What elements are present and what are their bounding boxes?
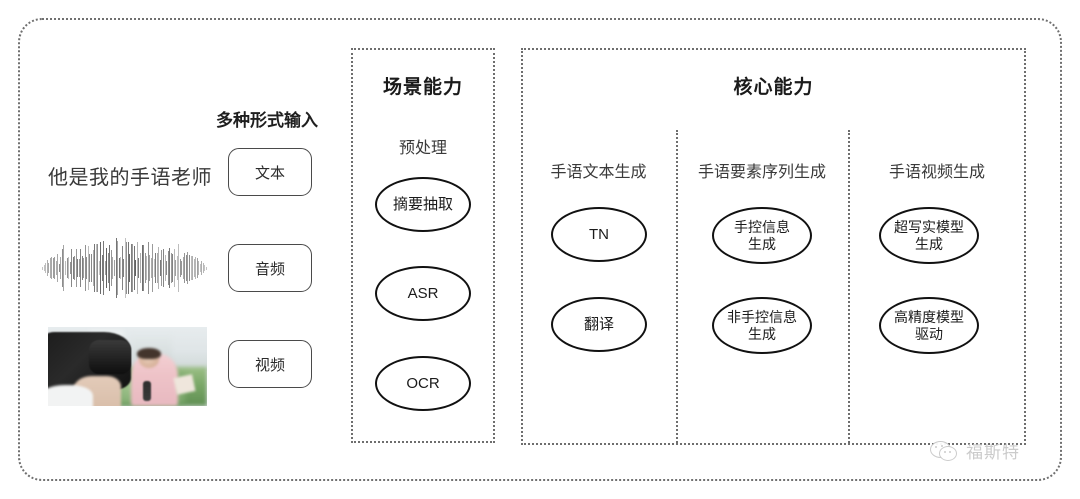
watermark: 福斯特 [930,438,1020,463]
input-section-heading: 多种形式输入 [216,111,318,130]
audio-waveform [42,238,207,298]
outer-dotted-frame [18,18,1062,481]
scene-capability-panel: 场景能力 预处理 [351,48,495,443]
scene-node-summary-extraction[interactable]: 摘要抽取 [375,177,471,232]
core-node-non-manual-info-generation[interactable]: 非手控信息生成 [712,297,812,354]
core-node-high-precision-model-driving[interactable]: 高精度模型驱动 [879,297,979,354]
scene-node-ocr[interactable]: OCR [375,356,471,411]
core-node-photorealistic-model-generation[interactable]: 超写实模型生成 [879,207,979,264]
watermark-text: 福斯特 [966,443,1020,462]
input-type-text-button[interactable]: 文本 [228,148,312,196]
scene-panel-subtitle: 预处理 [398,140,447,157]
core-panel-title: 核心能力 [733,77,814,98]
core-node-manual-info-generation[interactable]: 手控信息生成 [712,207,812,264]
core-column-divider-1 [676,130,678,443]
core-node-tn[interactable]: TN [551,207,647,262]
core-column-title-element-sequence: 手语要素序列生成 [697,164,826,181]
scene-panel-title: 场景能力 [382,77,463,98]
input-type-video-button[interactable]: 视频 [228,340,312,388]
wechat-bubble-icon [930,440,960,461]
core-column-divider-2 [848,130,850,443]
core-column-title-text-generation: 手语文本生成 [550,164,647,181]
core-column-title-video-generation: 手语视频生成 [888,164,985,181]
input-type-audio-button[interactable]: 音频 [228,244,312,292]
sample-sentence-text: 他是我的手语老师 [48,167,212,189]
scene-node-asr[interactable]: ASR [375,266,471,321]
core-node-translation[interactable]: 翻译 [551,297,647,352]
video-thumbnail-image [48,327,207,406]
core-capability-panel: 核心能力 [521,48,1026,445]
